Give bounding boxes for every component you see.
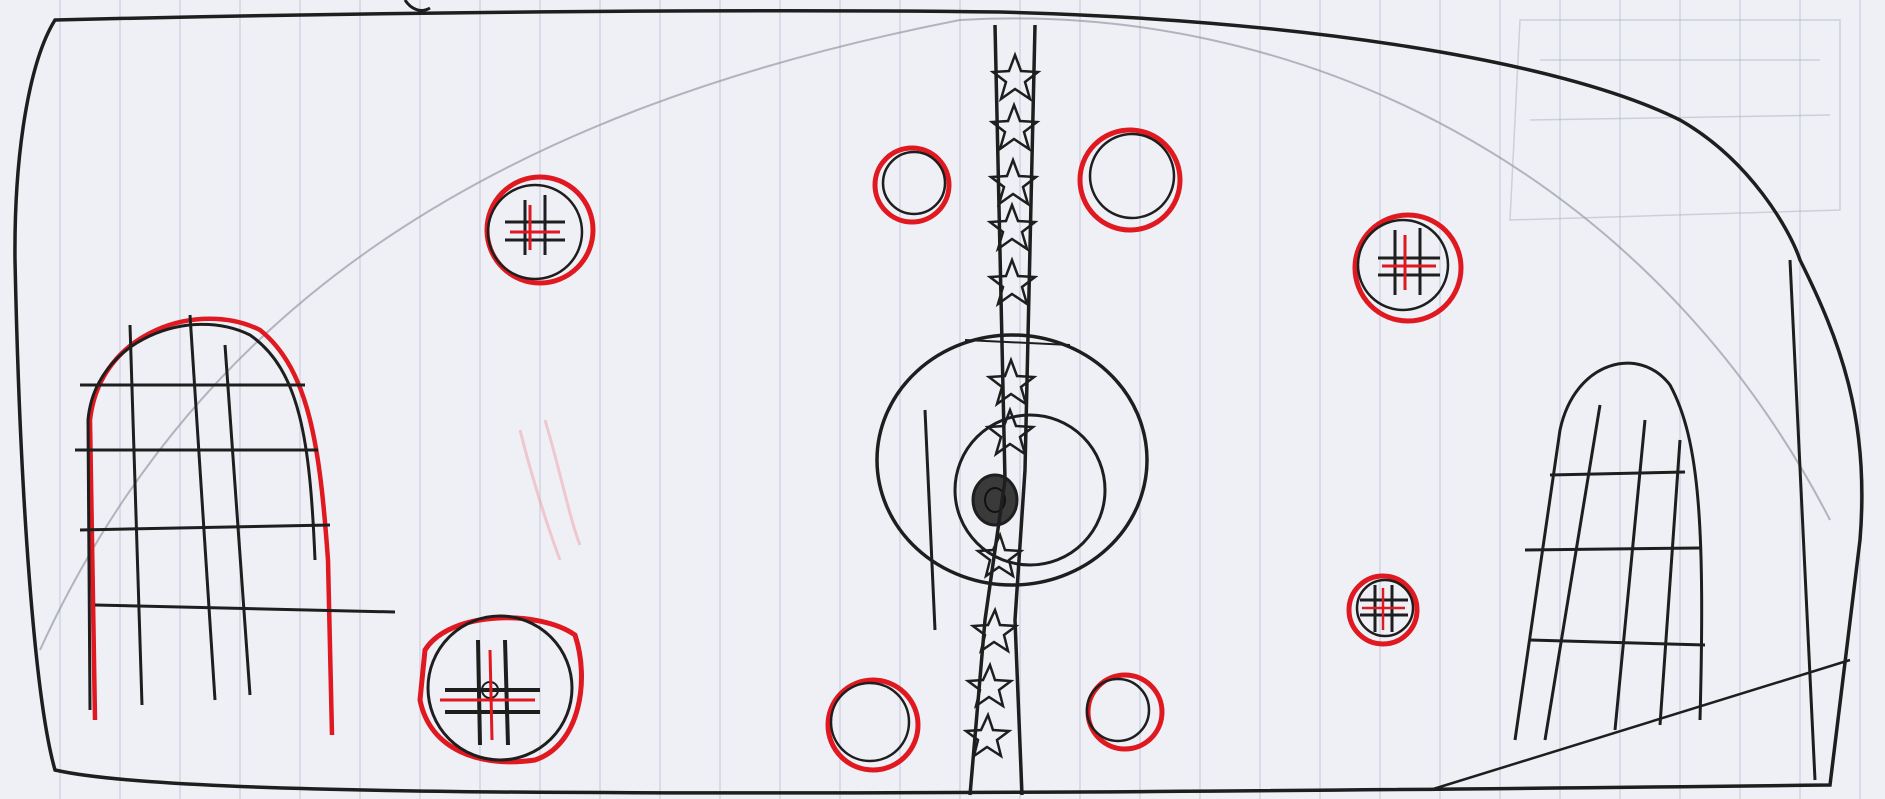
left-goal bbox=[75, 315, 395, 735]
top-pencil-mark bbox=[405, 0, 430, 10]
faint-red-smudges bbox=[520, 420, 580, 560]
hatched-circles bbox=[420, 177, 1461, 762]
right-goal bbox=[1430, 363, 1850, 790]
plain-circle-bottom-right bbox=[1087, 675, 1162, 749]
faint-arc bbox=[40, 18, 1830, 650]
center-star-band bbox=[965, 25, 1070, 795]
boundary-corner-stroke bbox=[1790, 260, 1815, 780]
center-circle bbox=[877, 335, 1147, 630]
hatched-circle-upper-right bbox=[1355, 215, 1461, 321]
hatched-circle-lower-right bbox=[1349, 576, 1417, 644]
plain-circle-top-right bbox=[1080, 130, 1180, 230]
plain-circle-bottom-left bbox=[828, 680, 918, 770]
hatched-circle-lower-left bbox=[420, 616, 582, 762]
plain-circle-top-left bbox=[875, 148, 949, 222]
field-boundary bbox=[15, 11, 1862, 793]
